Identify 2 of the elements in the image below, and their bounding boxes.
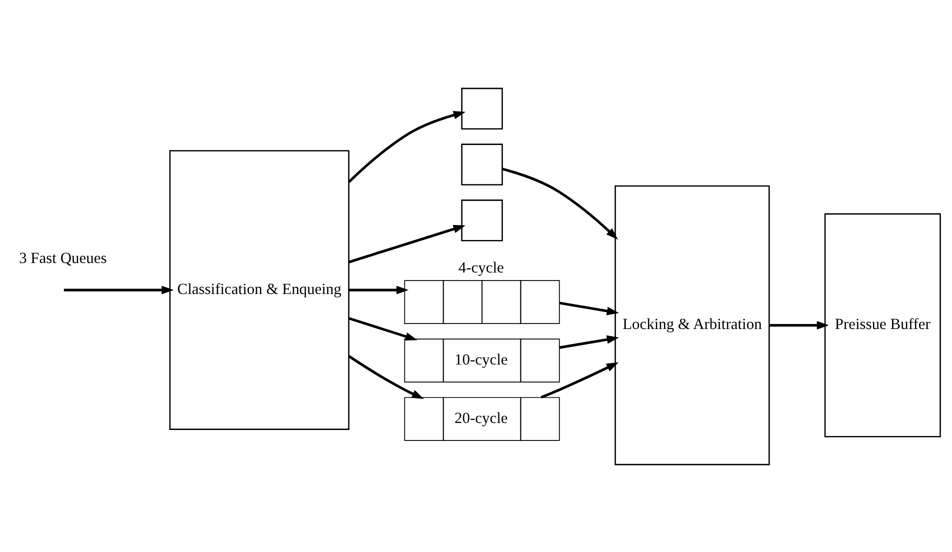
label: 3 Fast Queues (19, 249, 107, 266)
node-label: 4-cycle (458, 258, 504, 276)
